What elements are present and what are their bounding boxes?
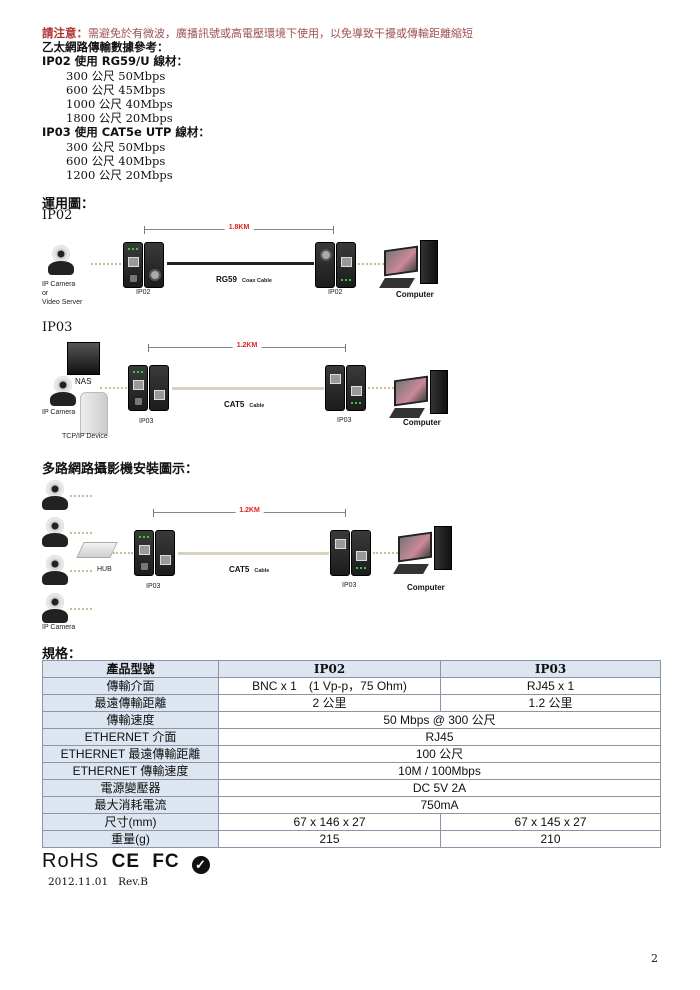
ip02-diagram-heading: IP02 bbox=[42, 208, 73, 223]
c-tick-logo: ✓ bbox=[191, 856, 210, 874]
ip03-ref-row: 300 公尺 50Mbps bbox=[66, 140, 166, 154]
multi-camera-title: 多路網路攝影機安裝圖示： bbox=[42, 462, 199, 477]
ip03-device-icon bbox=[325, 365, 345, 411]
header-cell: IP02 bbox=[218, 660, 441, 678]
ip03-device-icon bbox=[351, 530, 371, 576]
notice-text: 需避免於有微波，廣播訊號或高電壓環境下使用，以免導致干擾或傳輸距離縮短 bbox=[88, 27, 473, 40]
ip03-device-icon bbox=[155, 530, 175, 576]
distance-label: 1.8KM bbox=[224, 224, 254, 231]
tcp-device-icon bbox=[80, 392, 108, 434]
table-header-row: 產品型號 IP02 IP03 bbox=[42, 660, 661, 678]
ip-camera-icon bbox=[42, 593, 68, 623]
nas-label: NAS bbox=[75, 377, 92, 386]
ip02-reference-heading: IP02 使用 RG59/U 線材： bbox=[42, 54, 189, 68]
ip03-reference-heading: IP03 使用 CAT5e UTP 線材： bbox=[42, 125, 210, 139]
cable-label: RG59 Coax Cable bbox=[216, 275, 272, 284]
fcc-logo: FC bbox=[152, 851, 180, 872]
tcp-device-label: TCP/IP Device bbox=[62, 433, 108, 440]
ip03-device-icon bbox=[330, 530, 350, 576]
ip02-ref-row: 1000 公尺 40Mbps bbox=[66, 97, 173, 111]
application-title: 運用圖： bbox=[42, 197, 95, 212]
cable-label: CAT5 Cable bbox=[224, 400, 265, 409]
date: 2012.11.01 bbox=[48, 876, 109, 888]
notice: 請注意：需避免於有微波，廣播訊號或高電壓環境下使用，以免導致干擾或傳輸距離縮短 bbox=[42, 26, 473, 41]
ip-camera-icon bbox=[42, 480, 68, 510]
ip-camera-icon bbox=[50, 376, 76, 406]
distance-marker: 1.2KM bbox=[148, 342, 346, 352]
computer-label: Computer bbox=[403, 418, 441, 427]
patch-cable bbox=[100, 387, 127, 389]
ip03-ref-row: 1200 公尺 20Mbps bbox=[66, 168, 173, 182]
ip03-device-icon bbox=[149, 365, 169, 411]
distance-marker: 1.8KM bbox=[144, 224, 334, 234]
revision-info: 2012.11.01 Rev.B bbox=[48, 876, 148, 888]
ip03-ref-row: 600 公尺 40Mbps bbox=[66, 154, 166, 168]
cable-label: CAT5 Cable bbox=[229, 565, 270, 574]
hub-label: HUB bbox=[97, 566, 112, 573]
ip02-device-icon bbox=[144, 242, 164, 288]
ip03-device-icon bbox=[128, 365, 148, 411]
page-number: 2 bbox=[651, 952, 658, 965]
computer-icon bbox=[389, 370, 454, 424]
ip02-device-icon bbox=[315, 242, 335, 288]
ip02-ref-row: 1800 公尺 20Mbps bbox=[66, 111, 173, 125]
computer-label: Computer bbox=[396, 290, 434, 299]
ip02-ref-row: 300 公尺 50Mbps bbox=[66, 69, 166, 83]
ip03-device-icon bbox=[346, 365, 366, 411]
patch-cable bbox=[368, 387, 398, 389]
spec-title: 規格： bbox=[42, 647, 82, 662]
device-label: IP02 bbox=[328, 289, 343, 296]
ip03-device-icon bbox=[134, 530, 154, 576]
revision: Rev.B bbox=[118, 876, 148, 888]
computer-icon bbox=[393, 526, 458, 580]
hub-icon bbox=[76, 542, 118, 558]
rohs-logo: RoHS bbox=[42, 850, 100, 872]
header-cell: 產品型號 bbox=[42, 660, 219, 678]
ip-camera-icon bbox=[42, 517, 68, 547]
camera-label: IP Camera bbox=[42, 409, 76, 416]
device-label: IP02 bbox=[136, 289, 151, 296]
distance-marker: 1.2KM bbox=[153, 507, 346, 517]
patch-cable bbox=[358, 263, 388, 265]
patch-cable bbox=[91, 263, 121, 265]
coax-cable bbox=[167, 262, 314, 265]
device-label: IP03 bbox=[146, 583, 161, 590]
ip-camera-icon bbox=[48, 245, 74, 275]
notice-label: 請注意： bbox=[42, 26, 88, 40]
device-label: IP03 bbox=[337, 417, 352, 424]
device-label: IP03 bbox=[342, 582, 357, 589]
header-cell: IP03 bbox=[440, 660, 661, 678]
ip03-diagram-heading: IP03 bbox=[42, 320, 73, 335]
cat5-cable bbox=[172, 387, 324, 390]
ip-camera-icon bbox=[42, 555, 68, 585]
device-label: IP03 bbox=[139, 418, 154, 425]
certification-logos: RoHS CE FC ✓ bbox=[42, 850, 210, 874]
nas-icon bbox=[67, 342, 100, 375]
cat5-cable bbox=[178, 552, 329, 555]
distance-label: 1.2KM bbox=[235, 507, 264, 514]
camera-label: IP Camera bbox=[42, 624, 76, 631]
ip02-ref-row: 600 公尺 45Mbps bbox=[66, 83, 166, 97]
computer-label: Computer bbox=[407, 583, 445, 592]
ip02-device-icon bbox=[336, 242, 356, 288]
ce-logo: CE bbox=[111, 851, 141, 872]
computer-icon bbox=[379, 240, 444, 294]
ip02-device-icon bbox=[123, 242, 143, 288]
reference-title: 乙太網路傳輸數據參考： bbox=[42, 40, 169, 54]
distance-label: 1.2KM bbox=[232, 342, 262, 349]
